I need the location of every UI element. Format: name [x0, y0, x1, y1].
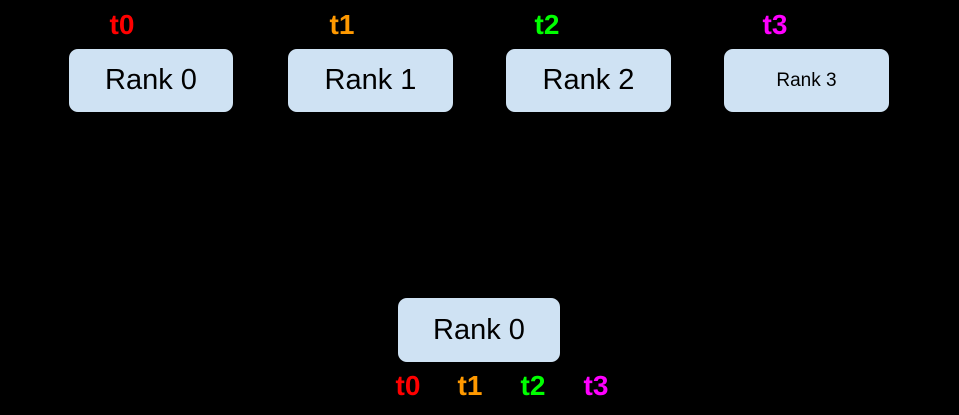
- rank-box-label: Rank 0: [433, 313, 525, 346]
- rank-box-top-0: Rank 0: [69, 49, 233, 112]
- thread-label-t1-bottom: t1: [457, 370, 483, 401]
- thread-label-t2-top: t2: [534, 9, 560, 40]
- thread-label-t3-bottom: t3: [583, 370, 609, 401]
- rank-box-label: Rank 1: [324, 64, 417, 96]
- thread-label-t0-top: t0: [109, 9, 135, 40]
- rank-box-label: Rank 3: [776, 69, 837, 91]
- thread-label-t2-bottom: t2: [520, 370, 546, 401]
- rank-box-top-3: Rank 3: [724, 49, 889, 112]
- rank-box-label: Rank 0: [105, 64, 197, 96]
- thread-label-t1-top: t1: [329, 9, 355, 40]
- rank-box-top-1: Rank 1: [288, 49, 453, 112]
- rank-box-label: Rank 2: [542, 64, 635, 96]
- thread-label-t0-bottom: t0: [395, 370, 421, 401]
- thread-label-t3-top: t3: [762, 9, 788, 40]
- rank-box-top-2: Rank 2: [506, 49, 671, 112]
- rank-box-bottom-0: Rank 0: [398, 298, 560, 362]
